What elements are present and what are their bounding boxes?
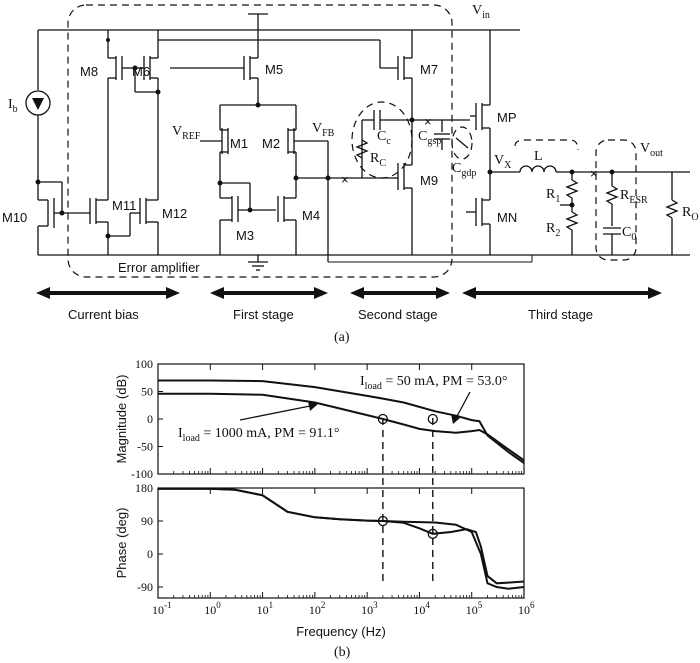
vx-label: VX bbox=[494, 153, 512, 171]
m11-label: M11 bbox=[112, 198, 136, 213]
ro-resistor bbox=[665, 199, 679, 219]
break-mark-3: × bbox=[590, 166, 598, 181]
r2-label: R2 bbox=[546, 221, 560, 239]
ldo-circuit-schematic: Ib M10 M8 M6 bbox=[2, 3, 699, 345]
m2-label: M2 bbox=[262, 136, 280, 151]
mn-label: MN bbox=[497, 210, 517, 225]
y-tick-label: 100 bbox=[135, 357, 153, 371]
ro-label: RO bbox=[682, 205, 699, 223]
caption-a: (a) bbox=[334, 330, 350, 345]
r1-label: R1 bbox=[546, 187, 560, 205]
y-axis-label: Phase (deg) bbox=[114, 508, 129, 579]
m4-label: M4 bbox=[302, 208, 320, 223]
series-line-1 bbox=[158, 487, 525, 585]
x-tick-label: 105 bbox=[466, 600, 483, 617]
error-amplifier-label: Error amplifier bbox=[118, 260, 200, 275]
cc-label: Cc bbox=[377, 129, 391, 147]
y-tick-label: 0 bbox=[147, 412, 153, 426]
rc-resistor bbox=[355, 139, 369, 159]
x-tick-label: 101 bbox=[257, 600, 274, 617]
m1-label: M1 bbox=[230, 136, 248, 151]
annotation-arrow-1 bbox=[454, 391, 471, 421]
m10-label: M10 bbox=[2, 210, 27, 225]
rc-label: RC bbox=[370, 151, 386, 169]
m8-label: M8 bbox=[80, 64, 98, 79]
y-tick-label: 0 bbox=[147, 547, 153, 561]
x-tick-label: 106 bbox=[518, 600, 535, 617]
stage-label-third: Third stage bbox=[528, 307, 593, 322]
m5-label: M5 bbox=[265, 62, 283, 77]
x-tick-label: 104 bbox=[413, 600, 430, 617]
y-tick-label: 50 bbox=[141, 385, 153, 399]
resr-label: RESR bbox=[620, 188, 648, 206]
annotation-1000ma: Iload = 1000 mA, PM = 91.1° bbox=[178, 426, 340, 444]
m12-label: M12 bbox=[162, 206, 187, 221]
break-mark-1: × bbox=[341, 172, 349, 187]
y-tick-label: 90 bbox=[141, 514, 153, 528]
plot-frame bbox=[157, 487, 525, 599]
stage-arrows bbox=[36, 287, 662, 299]
y-tick-label: 180 bbox=[135, 481, 153, 495]
m3-label: M3 bbox=[236, 228, 254, 243]
resr-resistor bbox=[605, 185, 619, 205]
caption-b: (b) bbox=[334, 645, 351, 660]
error-amplifier-box bbox=[67, 4, 453, 278]
vin-label: Vin bbox=[472, 3, 490, 21]
x-tick-label: 102 bbox=[309, 600, 326, 617]
stage-label-first: First stage bbox=[233, 307, 294, 322]
ib-label: Ib bbox=[8, 97, 18, 115]
y-tick-label: -90 bbox=[137, 580, 153, 594]
annotation-arrowhead-2 bbox=[308, 401, 318, 411]
y-tick-label: -100 bbox=[131, 467, 153, 481]
r2-resistor bbox=[565, 211, 579, 231]
cgdp-label: Cgdp bbox=[452, 161, 476, 179]
mp-label: MP bbox=[497, 110, 517, 125]
m7-label: M7 bbox=[420, 62, 438, 77]
annotation-arrow-2 bbox=[239, 405, 311, 421]
stage-label-current-bias: Current bias bbox=[68, 307, 139, 322]
x-axis-label: Frequency (Hz) bbox=[296, 624, 386, 639]
vfb-label: VFB bbox=[312, 121, 335, 139]
annotation-50ma: Iload = 50 mA, PM = 53.0° bbox=[360, 374, 508, 392]
x-tick-label: 103 bbox=[361, 600, 378, 617]
stage-label-second: Second stage bbox=[358, 307, 438, 322]
cgsp-label: Cgsp bbox=[418, 129, 441, 147]
inductor-l bbox=[519, 165, 557, 173]
x-tick-label: 10-1 bbox=[152, 600, 172, 617]
series-line-2 bbox=[158, 487, 525, 590]
annotation-arrowhead-1 bbox=[451, 414, 460, 424]
l-label: L bbox=[534, 149, 543, 164]
y-tick-label: -50 bbox=[137, 440, 153, 454]
m6-label: M6 bbox=[132, 64, 150, 79]
vref-label: VREF bbox=[172, 124, 201, 142]
x-tick-label: 100 bbox=[204, 600, 221, 617]
co-label: C0 bbox=[622, 225, 636, 243]
series-line-1 bbox=[158, 379, 525, 464]
esr-box bbox=[595, 139, 637, 261]
m9-label: M9 bbox=[420, 173, 438, 188]
break-mark-2: × bbox=[424, 114, 432, 129]
y-axis-label: Magnitude (dB) bbox=[114, 375, 129, 464]
vout-label: Vout bbox=[640, 141, 663, 159]
third-stage-box-inductor bbox=[514, 139, 579, 151]
r1-resistor bbox=[565, 179, 579, 199]
series-line-2 bbox=[158, 392, 525, 462]
